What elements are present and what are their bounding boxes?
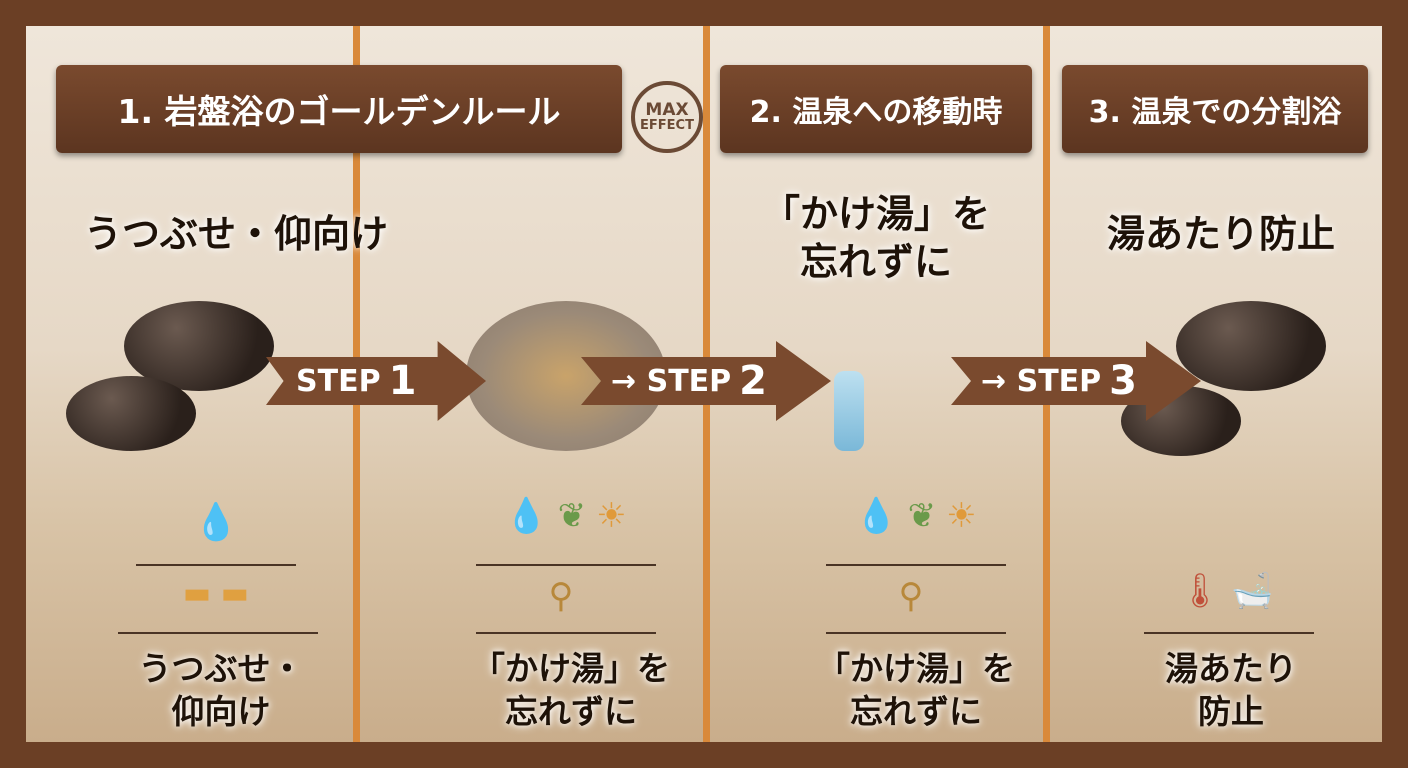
label-line: 「かけ湯」を [472,649,670,688]
step-label: STEP [296,363,381,399]
hot-stone [124,301,274,391]
hot-stone [1176,301,1326,391]
label-line: 「かけ湯」を [817,649,1015,688]
thermometer-icon: 🌡 [1178,571,1222,611]
panel2-headline: 「かけ湯」を忘れずに [746,191,1006,286]
leaf-icon: ❦ [557,496,587,536]
water-drop-icon: 💧 [855,496,898,536]
water-leaf-sun-icons: 💧❦☀ [466,496,666,536]
panel1-label: うつぶせ・仰向け [106,648,336,734]
panel2-header: 2. 温泉への移動時 [720,65,1032,153]
divider-line [476,632,656,634]
ladle-icon: ⚲ [548,576,574,616]
lying-figures-icon: ▬ ▬ [182,576,250,611]
step-number: 1 [388,358,417,404]
panel3-label: 湯あたり防止 [1116,648,1346,734]
panel1-header: 1. 岩盤浴のゴールデンルール [56,65,622,153]
panel3-header: 3. 温泉での分割浴 [1062,65,1368,153]
badge-text: EFFECT [640,118,694,134]
label-line: 仰向け [171,691,271,731]
leaf-icon: ❦ [907,496,937,536]
step-label: → STEP [981,363,1102,399]
label-line: 湯あたり [1165,649,1297,688]
water-drop-icon: 💧 [193,502,239,543]
badge-text: MAX [645,99,689,120]
divider-line [118,632,318,634]
panel1-headline: うつぶせ・仰向け [83,212,388,256]
label-line: 忘れずに [850,691,982,731]
label-line: 忘れずに [505,691,637,731]
divider-line [476,564,656,566]
label-line: 防止 [1198,691,1264,731]
bathtub-icon: 🛁 [1231,571,1274,611]
divider-line [136,564,296,566]
divider-line [826,632,1006,634]
step-number: 2 [739,358,767,404]
sun-icon: ☀ [946,496,977,536]
divider-line [826,564,1006,566]
thermometer-bath-icons: 🌡🛁 [1146,571,1306,611]
divider-line [1144,632,1314,634]
water-drop-icon: 💧 [505,496,548,536]
panel2-label: 「かけ湯」を忘れずに [791,648,1041,734]
water-pour-illustration [834,371,864,451]
sun-icon: ☀ [596,496,627,536]
label-line: うつぶせ・ [138,649,304,688]
panel3-headline: 湯あたり防止 [1106,212,1335,256]
step-label: → STEP [611,363,732,399]
step1-label: 「かけ湯」を忘れずに [446,648,696,734]
infographic-canvas: 1. 岩盤浴のゴールデンルール 2. 温泉への移動時 3. 温泉での分割浴 MA… [26,26,1382,742]
ladle-icon: ⚲ [898,576,924,616]
headline-line: 「かけ湯」を [761,192,990,236]
water-leaf-sun-icons: 💧❦☀ [816,496,1016,536]
hot-stone [66,376,196,451]
step-number: 3 [1109,358,1137,404]
headline-line: 忘れずに [799,239,952,284]
